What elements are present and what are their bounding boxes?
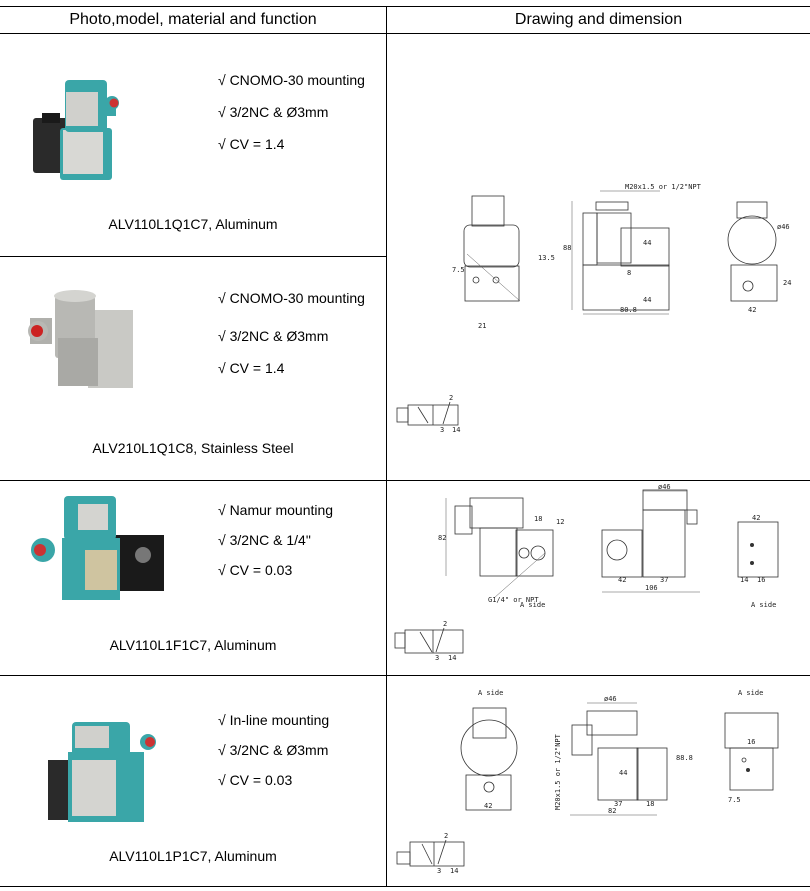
column-divider — [386, 6, 387, 887]
pneumatic-symbol: 2 3 14 — [394, 620, 464, 662]
row-divider — [0, 256, 386, 257]
model-label: ALV210L1Q1C8, Stainless Steel — [92, 440, 294, 456]
svg-text:14: 14 — [452, 426, 460, 434]
drawing-namur: 82 18 12 G1/4" or NPT A side ø46 42 37 1… — [438, 483, 779, 609]
svg-text:3: 3 — [440, 426, 444, 434]
valve-photo-inline — [48, 722, 156, 822]
svg-text:14: 14 — [448, 654, 456, 662]
svg-text:M20x1.5 or 1/2"NPT: M20x1.5 or 1/2"NPT — [554, 733, 562, 810]
drawing-inline: A side 42 ø46 37 18 82 88.8 44 M20x1.5 o… — [460, 689, 779, 816]
svg-text:88: 88 — [563, 244, 571, 252]
header-drawing: Drawing and dimension — [514, 11, 683, 28]
drawing-cnomo: 21 7.5 13.5 M20x1.5 or 1/2"NPT 88 44 8 4… — [452, 183, 791, 330]
svg-text:14: 14 — [740, 576, 748, 584]
svg-text:16: 16 — [757, 576, 765, 584]
pneumatic-symbol: 2 3 14 — [396, 394, 460, 434]
svg-text:12: 12 — [556, 518, 564, 526]
feature-mounting: √ Namur mounting — [218, 502, 334, 518]
row-divider — [0, 480, 810, 481]
svg-text:106: 106 — [645, 584, 658, 592]
svg-text:ø46: ø46 — [777, 223, 790, 231]
valve-photo-stainless — [28, 290, 133, 388]
svg-text:ø46: ø46 — [658, 483, 671, 491]
svg-text:A side: A side — [478, 689, 503, 697]
svg-text:42: 42 — [484, 802, 492, 810]
model-label: ALV110L1F1C7, Aluminum — [109, 637, 277, 653]
svg-text:44: 44 — [643, 239, 651, 247]
svg-text:A side: A side — [738, 689, 763, 697]
model-label: ALV110L1Q1C7, Aluminum — [108, 216, 278, 232]
svg-text:44: 44 — [619, 769, 627, 777]
svg-text:18: 18 — [646, 800, 654, 808]
svg-text:A side: A side — [520, 601, 545, 609]
model-label: ALV110L1P1C7, Aluminum — [109, 848, 277, 864]
table-top-border — [0, 6, 810, 7]
svg-text:8: 8 — [627, 269, 631, 277]
table-bottom-border — [0, 886, 810, 887]
svg-text:80.8: 80.8 — [620, 306, 637, 314]
svg-text:ø46: ø46 — [604, 695, 617, 703]
feature-cv: √ CV = 0.03 — [218, 772, 293, 788]
svg-text:M20x1.5 or 1/2"NPT: M20x1.5 or 1/2"NPT — [625, 183, 702, 191]
feature-function: √ 3/2NC & Ø3mm — [218, 742, 329, 758]
svg-text:82: 82 — [608, 807, 616, 815]
svg-text:16: 16 — [747, 738, 755, 746]
svg-text:42: 42 — [748, 306, 756, 314]
svg-text:G1/4" or NPT: G1/4" or NPT — [488, 596, 539, 604]
feature-mounting: √ CNOMO-30 mounting — [218, 72, 365, 88]
svg-text:37: 37 — [660, 576, 668, 584]
feature-function: √ 3/2NC & 1/4" — [218, 532, 311, 548]
svg-text:A side: A side — [751, 601, 776, 609]
svg-text:13.5: 13.5 — [538, 254, 555, 262]
svg-text:18: 18 — [534, 515, 542, 523]
product-photos — [28, 80, 164, 822]
row-divider — [0, 675, 810, 676]
svg-text:42: 42 — [618, 576, 626, 584]
svg-text:7.5: 7.5 — [728, 796, 741, 804]
feature-cv: √ CV = 1.4 — [218, 360, 285, 376]
svg-text:44: 44 — [643, 296, 651, 304]
svg-text:2: 2 — [443, 620, 447, 628]
feature-function: √ 3/2NC & Ø3mm — [218, 104, 329, 120]
svg-text:3: 3 — [437, 867, 441, 875]
valve-photo-namur — [31, 496, 164, 600]
header-divider — [0, 33, 810, 34]
pneumatic-symbol: 2 3 14 — [396, 832, 465, 875]
svg-text:88.8: 88.8 — [676, 754, 693, 762]
feature-mounting: √ In-line mounting — [218, 712, 330, 728]
svg-text:2: 2 — [444, 832, 448, 840]
svg-text:14: 14 — [450, 867, 458, 875]
svg-text:82: 82 — [438, 534, 446, 542]
feature-cv: √ CV = 0.03 — [218, 562, 293, 578]
feature-cv: √ CV = 1.4 — [218, 136, 285, 152]
svg-text:42: 42 — [752, 514, 760, 522]
svg-text:21: 21 — [478, 322, 486, 330]
feature-mounting: √ CNOMO-30 mounting — [218, 290, 365, 306]
header-photo-model: Photo,model, material and function — [69, 11, 317, 28]
svg-text:37: 37 — [614, 800, 622, 808]
svg-text:7.5: 7.5 — [452, 266, 465, 274]
feature-function: √ 3/2NC & Ø3mm — [218, 328, 329, 344]
svg-text:2: 2 — [449, 394, 453, 402]
valve-photo-aluminum — [33, 80, 119, 180]
svg-text:3: 3 — [435, 654, 439, 662]
svg-text:24: 24 — [783, 279, 791, 287]
